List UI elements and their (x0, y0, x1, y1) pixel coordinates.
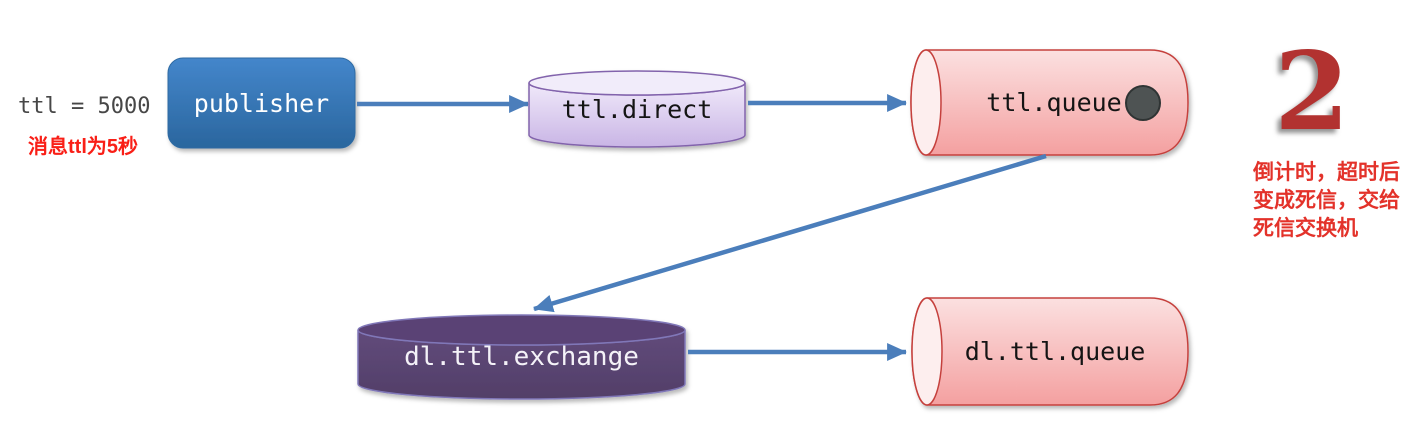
node-dl-ttl-queue-shape (911, 297, 1189, 406)
ttl-note-text: 消息ttl为5秒 (28, 135, 138, 158)
node-ttl-queue-shape (910, 49, 1189, 156)
edge-ttl-queue-to-dl-exchange (533, 153, 1047, 313)
publisher-node-label: publisher (193, 88, 330, 118)
ttl-queue-node-label: ttl.queue (986, 88, 1122, 117)
node-ttl-direct-shape (528, 70, 746, 148)
step-note-line-2: 变成死信，交给 (1253, 189, 1400, 212)
step-number-text: 2 (1274, 28, 1350, 155)
dl-ttl-exchange-node-label: dl.ttl.exchange (404, 342, 639, 372)
dl-ttl-queue-node-label: dl.ttl.queue (964, 337, 1146, 366)
step-note-line-3: 死信交换机 (1253, 217, 1358, 240)
ttl-direct-node-label: ttl.direct (561, 94, 713, 124)
step-note-line-1: 倒计时，超时后 (1253, 161, 1400, 184)
step-note-text: 倒计时，超时后 变成死信，交给 死信交换机 (1253, 159, 1406, 243)
node-dl-ttl-exchange-shape (357, 314, 686, 400)
message-dot (1125, 85, 1161, 121)
node-publisher-shape (167, 57, 356, 149)
ttl-value-text: ttl = 5000 (18, 93, 151, 119)
